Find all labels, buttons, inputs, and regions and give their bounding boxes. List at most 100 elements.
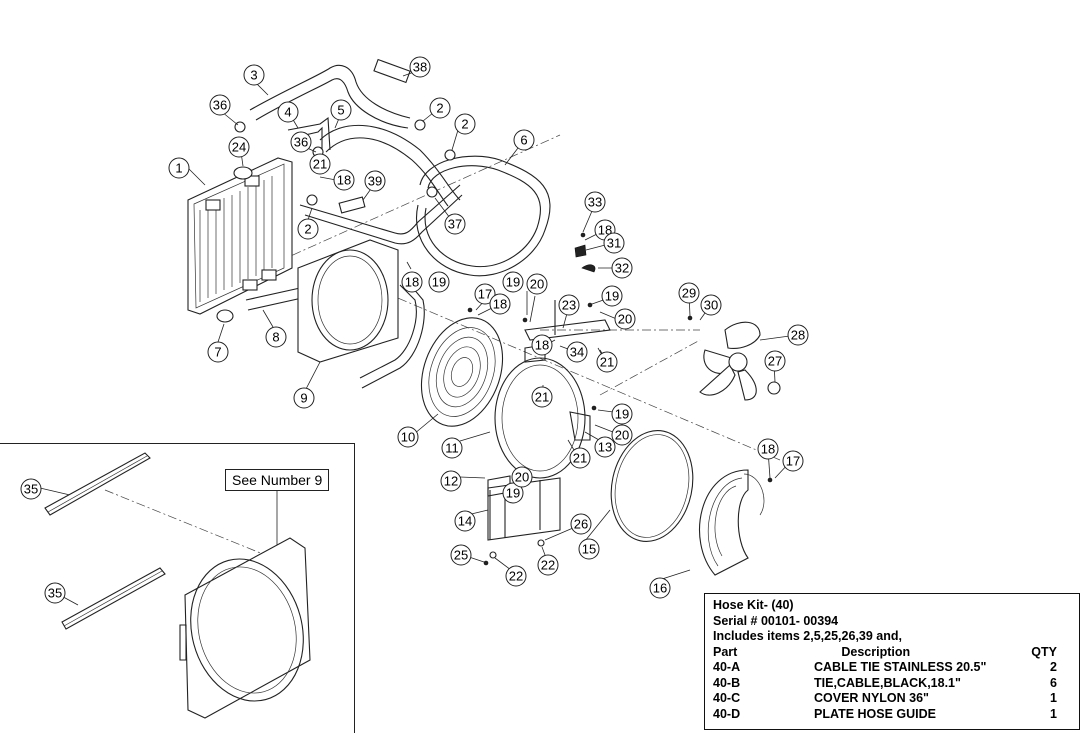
svg-text:20: 20 bbox=[615, 428, 629, 443]
svg-text:6: 6 bbox=[520, 133, 527, 148]
callout-15: 15 bbox=[578, 538, 600, 560]
callout-24: 24 bbox=[228, 136, 250, 158]
svg-text:1: 1 bbox=[175, 161, 182, 176]
callout-39: 39 bbox=[364, 170, 386, 192]
svg-text:16: 16 bbox=[653, 581, 667, 596]
callout-12: 12 bbox=[440, 470, 462, 492]
callout-10: 10 bbox=[397, 426, 419, 448]
callout-20: 20 bbox=[511, 466, 533, 488]
fan-shroud bbox=[297, 239, 399, 363]
callout-31: 31 bbox=[603, 232, 625, 254]
callout-19: 19 bbox=[502, 482, 524, 504]
svg-text:3: 3 bbox=[250, 68, 257, 83]
callout-21: 21 bbox=[596, 351, 618, 373]
callout-21: 21 bbox=[309, 153, 331, 175]
callout-9: 9 bbox=[293, 387, 315, 409]
callout-18: 18 bbox=[594, 219, 616, 241]
callout-1: 1 bbox=[168, 157, 190, 179]
row-part: 40-B bbox=[713, 675, 741, 690]
svg-text:18: 18 bbox=[405, 275, 419, 290]
kit-serial: Serial # 00101- 00394 bbox=[713, 613, 839, 628]
svg-text:19: 19 bbox=[432, 275, 446, 290]
callout-20: 20 bbox=[614, 308, 636, 330]
kit-includes: Includes items 2,5,25,26,39 and, bbox=[713, 629, 902, 643]
row-qty: 1 bbox=[1050, 691, 1057, 705]
svg-text:10: 10 bbox=[401, 430, 415, 445]
callout-18: 18 bbox=[531, 334, 553, 356]
svg-text:39: 39 bbox=[368, 174, 382, 189]
kit-row: 40-D PLATE HOSE GUIDE 1 bbox=[713, 707, 1071, 723]
callout-29: 29 bbox=[678, 282, 700, 304]
svg-text:21: 21 bbox=[535, 390, 549, 405]
svg-text:19: 19 bbox=[506, 275, 520, 290]
callout-36: 36 bbox=[290, 131, 312, 153]
svg-text:30: 30 bbox=[704, 298, 718, 313]
svg-text:2: 2 bbox=[436, 101, 443, 116]
svg-text:14: 14 bbox=[458, 514, 472, 529]
svg-text:18: 18 bbox=[535, 338, 549, 353]
svg-text:24: 24 bbox=[232, 140, 246, 155]
row-part: 40-A bbox=[713, 660, 741, 674]
callout-38: 38 bbox=[409, 56, 431, 78]
svg-text:26: 26 bbox=[574, 517, 588, 532]
svg-text:17: 17 bbox=[478, 287, 492, 302]
svg-text:36: 36 bbox=[213, 98, 227, 113]
row-description: PLATE HOSE GUIDE bbox=[814, 706, 937, 721]
svg-text:29: 29 bbox=[682, 286, 696, 301]
inset-drawing bbox=[44, 452, 311, 719]
svg-text:20: 20 bbox=[618, 312, 632, 327]
svg-text:18: 18 bbox=[761, 442, 775, 457]
hardware-fasteners bbox=[234, 119, 773, 566]
svg-text:17: 17 bbox=[786, 454, 800, 469]
callout-17: 17 bbox=[782, 450, 804, 472]
callout-23: 23 bbox=[558, 294, 580, 316]
callout-13: 13 bbox=[594, 436, 616, 458]
callout-18: 18 bbox=[489, 293, 511, 315]
row-qty: 6 bbox=[1050, 675, 1057, 690]
callout-33: 33 bbox=[584, 191, 606, 213]
callout-34: 34 bbox=[566, 341, 588, 363]
svg-text:8: 8 bbox=[272, 330, 279, 345]
svg-text:37: 37 bbox=[448, 217, 462, 232]
row-part: 40-D bbox=[713, 706, 741, 721]
callouts: 1 2 2 2 3 4 5 6 7 8 9 10 11 12 13 14 15 … bbox=[20, 56, 809, 604]
hoses-and-tubes bbox=[245, 58, 551, 389]
svg-text:4: 4 bbox=[284, 105, 291, 120]
svg-text:20: 20 bbox=[515, 470, 529, 485]
svg-text:22: 22 bbox=[509, 569, 523, 584]
svg-text:31: 31 bbox=[607, 236, 621, 251]
svg-text:25: 25 bbox=[454, 548, 468, 563]
callout-5: 5 bbox=[330, 99, 352, 121]
svg-text:27: 27 bbox=[768, 354, 782, 369]
callout-18: 18 bbox=[757, 438, 779, 460]
svg-text:35: 35 bbox=[48, 586, 62, 601]
svg-text:34: 34 bbox=[570, 345, 584, 360]
fan-blade bbox=[699, 321, 781, 401]
callout-2: 2 bbox=[297, 218, 319, 240]
kit-title: Hose Kit- (40) bbox=[713, 598, 794, 612]
callout-30: 30 bbox=[700, 294, 722, 316]
callout-37: 37 bbox=[444, 213, 466, 235]
header-qty: QTY bbox=[1031, 644, 1057, 659]
callout-20: 20 bbox=[526, 273, 548, 295]
callout-2: 2 bbox=[454, 113, 476, 135]
hose-kit-table: Hose Kit- (40) Serial # 00101- 00394 Inc… bbox=[704, 593, 1080, 730]
svg-text:5: 5 bbox=[337, 103, 344, 118]
svg-text:12: 12 bbox=[444, 474, 458, 489]
svg-text:9: 9 bbox=[300, 391, 307, 406]
callout-16: 16 bbox=[649, 577, 671, 599]
callout-19: 19 bbox=[428, 271, 450, 293]
svg-text:18: 18 bbox=[337, 173, 351, 188]
svg-text:21: 21 bbox=[573, 451, 587, 466]
row-description: COVER NYLON 36" bbox=[814, 691, 929, 705]
callout-28: 28 bbox=[787, 324, 809, 346]
kit-row: 40-B TIE,CABLE,BLACK,18.1" 6 bbox=[713, 676, 1071, 692]
kit-row: 40-A CABLE TIE STAINLESS 20.5" 2 bbox=[713, 660, 1071, 676]
callout-27: 27 bbox=[764, 350, 786, 372]
svg-text:2: 2 bbox=[304, 222, 311, 237]
svg-text:28: 28 bbox=[791, 328, 805, 343]
fan-guard-front bbox=[420, 317, 504, 427]
row-qty: 1 bbox=[1050, 706, 1057, 721]
svg-text:21: 21 bbox=[600, 355, 614, 370]
callout-17: 17 bbox=[474, 283, 496, 305]
